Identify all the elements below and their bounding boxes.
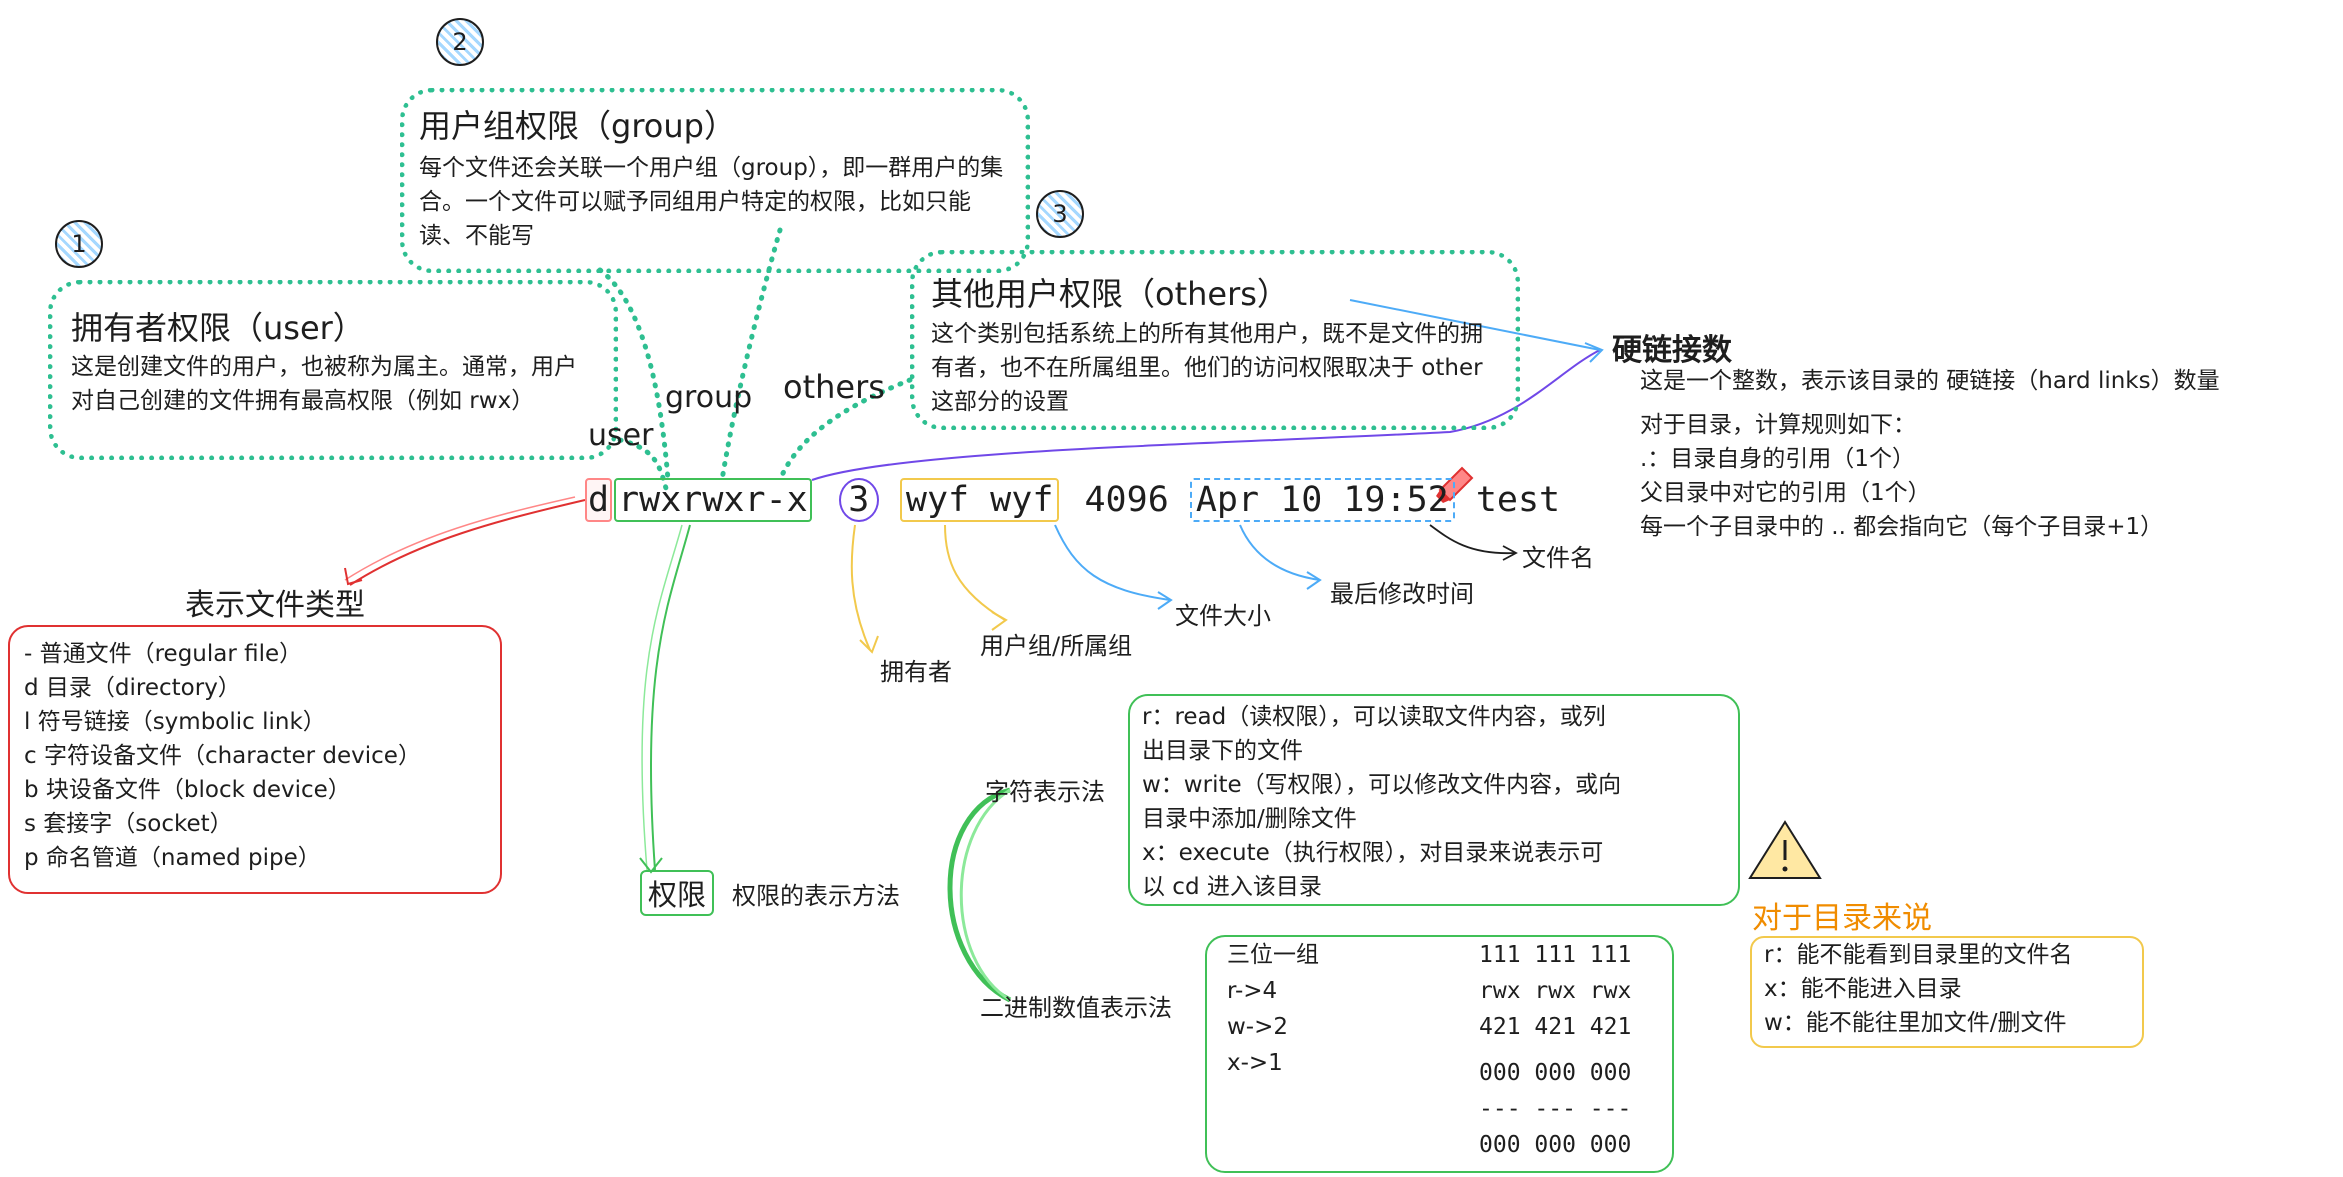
binary-right-line: rwx rwx rwx — [1479, 978, 1632, 1004]
owner-label: 拥有者 — [880, 658, 952, 686]
dir-rules-list: r：能不能看到目录里的文件名 x：能不能进入目录 w：能不能往里加文件/删文件 — [1764, 938, 2072, 1040]
binary-left-col: 三位一组 r->4 w->2 x->1 — [1227, 937, 1319, 1081]
hardlinks-text: 这是一个整数，表示该目录的 硬链接（hard links）数量 — [1640, 364, 2220, 398]
char-rules-box: r：read（读权限），可以读取文件内容，或列 出目录下的文件 w：write（… — [1128, 694, 1740, 906]
binary-left-line: r->4 — [1227, 978, 1278, 1004]
filetype-arrow — [349, 499, 586, 586]
hardlinks-rules: 对于目录，计算规则如下： .：目录自身的引用（1个） 父目录中对它的引用（1个）… — [1640, 408, 2163, 544]
filesize-label: 文件大小 — [1175, 602, 1271, 630]
char-rule-line: 目录中添加/删除文件 — [1142, 806, 1357, 832]
dir-title: 对于目录来说 — [1752, 901, 1932, 936]
char-rules-list: r：read（读权限），可以读取文件内容，或列 出目录下的文件 w：write（… — [1142, 700, 1621, 904]
hardlink-pointer — [1349, 299, 1601, 351]
filetype-item: p 命名管道（named pipe） — [24, 845, 321, 871]
binary-box: 三位一组 r->4 w->2 x->1 111 111 111 rwx rwx … — [1205, 935, 1674, 1173]
file-size: 4096 — [1084, 480, 1169, 520]
hardlinks-line: 对于目录，计算规则如下： — [1640, 412, 1916, 438]
perm-arrow — [649, 524, 691, 871]
user-bubble-body: 这是创建文件的用户，也被称为属主。通常，用户对自己创建的文件拥有最高权限（例如 … — [71, 354, 577, 414]
binary-left-line: x->1 — [1227, 1050, 1283, 1076]
binary-right-line: --- --- --- — [1479, 1096, 1632, 1122]
filetype-list: - 普通文件（regular file） d 目录（directory） l 符… — [24, 637, 421, 875]
hardlinks-line: 这是一个整数，表示该目录的 硬链接（hard links）数量 — [1640, 368, 2220, 394]
hardlinks-line: 每一个子目录中的 .. 都会指向它（每个子目录+1） — [1640, 514, 2164, 540]
binary-right-line: 000 000 000 — [1479, 1132, 1632, 1158]
link-count: 3 — [838, 478, 879, 522]
filetype-item: s 套接字（socket） — [24, 811, 233, 837]
char-rule-line: 出目录下的文件 — [1142, 738, 1303, 764]
group-bubble: 用户组权限（group） 每个文件还会关联一个用户组（group），即一群用户的… — [400, 88, 1030, 273]
hardlinks-line: 父目录中对它的引用（1个） — [1640, 480, 1931, 506]
others-bubble-title: 其他用户权限（others） — [931, 275, 1289, 313]
filetype-item: l 符号链接（symbolic link） — [24, 709, 326, 735]
dir-rule-line: w：能不能往里加文件/删文件 — [1764, 1010, 2067, 1036]
dir-rule-line: x：能不能进入目录 — [1764, 976, 1962, 1002]
file-name: test — [1475, 480, 1561, 520]
binary-left-line: w->2 — [1227, 1014, 1289, 1040]
marker-2: 2 — [436, 18, 484, 66]
char-rule-line: r：read（读权限），可以读取文件内容，或列 — [1142, 704, 1606, 730]
pencil-icon — [1436, 466, 1474, 503]
marker-3: 3 — [1036, 190, 1084, 238]
group-bubble-tail-2 — [719, 227, 783, 483]
char-rule-line: x：execute（执行权限），对目录来说表示可 — [1142, 840, 1604, 866]
others-label: others — [783, 368, 885, 406]
user-bubble-title: 拥有者权限（user） — [71, 309, 365, 347]
marker-1: 1 — [55, 220, 103, 268]
filetype-item: b 块设备文件（block device） — [24, 777, 351, 803]
hardlink-arrow — [811, 349, 1601, 481]
others-bubble: 其他用户权限（others） 这个类别包括系统上的所有其他用户，既不是文件的拥有… — [910, 250, 1520, 430]
filename-arrow — [1429, 524, 1516, 555]
hardlinks-line: .：目录自身的引用（1个） — [1640, 446, 1915, 472]
char-method-label: 字符表示法 — [985, 778, 1105, 806]
mtime-label: 最后修改时间 — [1330, 580, 1474, 608]
dir-rule-line: r：能不能看到目录里的文件名 — [1764, 942, 2073, 968]
hardlinks-title: 硬链接数 — [1612, 333, 1732, 368]
filetype-box: - 普通文件（regular file） d 目录（directory） l 符… — [8, 625, 502, 894]
filetype-item: c 字符设备文件（character device） — [24, 743, 421, 769]
mtime-value: Apr 10 19:52 — [1189, 478, 1455, 522]
char-rule-line: 以 cd 进入该目录 — [1142, 874, 1322, 900]
methods-bracket — [947, 787, 1012, 1003]
user-bubble-tail — [617, 437, 671, 498]
binary-left-line: 三位一组 — [1227, 942, 1319, 968]
group-label: group — [665, 380, 753, 415]
dir-rules-box: r：能不能看到目录里的文件名 x：能不能进入目录 w：能不能往里加文件/删文件 — [1750, 936, 2144, 1048]
owner-group: wyf wyf — [899, 478, 1060, 522]
perm-node: 权限 — [640, 870, 715, 916]
char-rule-line: w：write（写权限），可以修改文件内容，或向 — [1142, 772, 1622, 798]
user-label: user — [588, 418, 654, 453]
mtime-arrow — [1239, 524, 1321, 581]
filetype-item: d 目录（directory） — [24, 675, 241, 701]
perm-bits: rwxrwxr-x — [614, 478, 812, 522]
group-bubble-tail — [597, 267, 671, 483]
others-bubble-tail — [777, 377, 913, 483]
hardlink-arrowhead — [1584, 342, 1604, 363]
binary-right-line: 000 000 000 — [1479, 1060, 1632, 1086]
filetype-title: 表示文件类型 — [185, 588, 365, 623]
user-bubble: 拥有者权限（user） 这是创建文件的用户，也被称为属主。通常，用户对自己创建的… — [48, 280, 618, 460]
perm-methods-label: 权限的表示方法 — [732, 882, 900, 910]
binary-right-col: 111 111 111 rwx rwx rwx 421 421 421 000 … — [1479, 937, 1631, 1163]
filename-label: 文件名 — [1522, 544, 1594, 572]
usergroup-label: 用户组/所属组 — [980, 632, 1133, 660]
binary-method-label: 二进制数值表示法 — [980, 994, 1172, 1022]
binary-right-line: 111 111 111 — [1479, 942, 1632, 968]
binary-right-line: 421 421 421 — [1479, 1014, 1632, 1040]
others-bubble-body: 这个类别包括系统上的所有其他用户，既不是文件的拥有者，也不在所属组里。他们的访问… — [931, 321, 1483, 415]
type-char: d — [585, 478, 613, 522]
size-arrow — [1054, 524, 1171, 601]
warning-icon — [1748, 820, 1822, 879]
group-bubble-title: 用户组权限（group） — [419, 107, 736, 145]
group-bubble-body: 每个文件还会关联一个用户组（group），即一群用户的集合。一个文件可以赋予同组… — [419, 155, 1004, 249]
filetype-item: - 普通文件（regular file） — [24, 641, 303, 667]
usergroup-arrow — [944, 524, 1006, 621]
owner-arrow — [850, 524, 871, 651]
